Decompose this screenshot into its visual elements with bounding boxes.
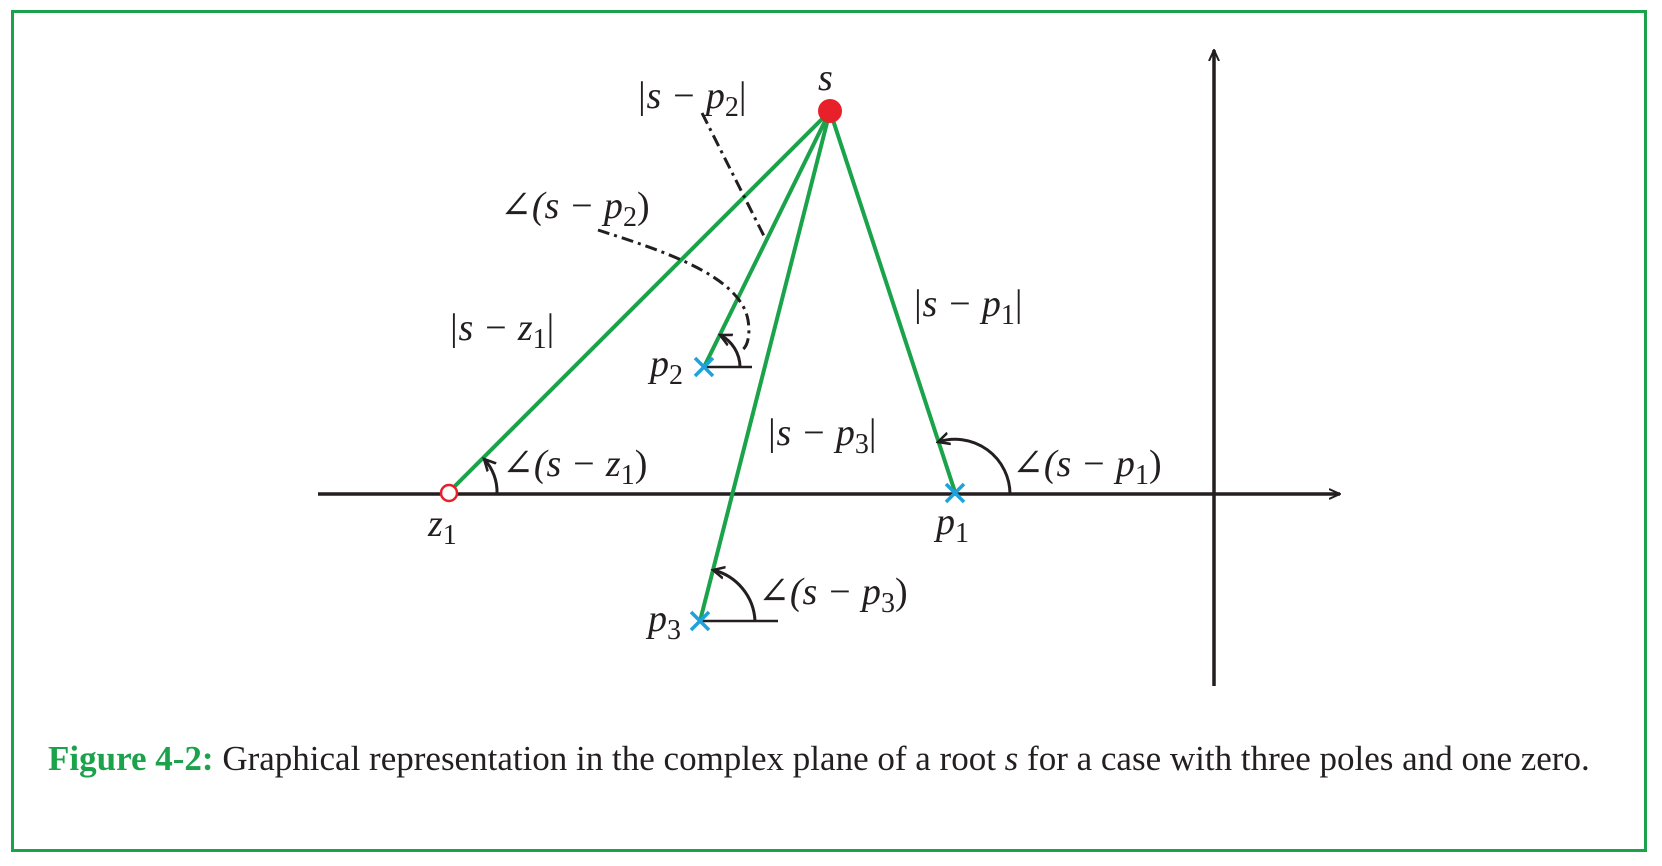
zero-label-z1: z1 (427, 503, 457, 551)
angle-arc-p3 (713, 570, 757, 622)
angle-arc-p1 (938, 439, 1012, 495)
leader-angle-p2 (597, 228, 751, 352)
angle-arc-z1 (484, 459, 499, 495)
root-point-s (818, 99, 842, 123)
pole-marker-p2 (693, 356, 715, 378)
magnitude-label-s-p3: |s − p3| (766, 412, 877, 460)
magnitude-label-s-p2: |s − p2| (636, 75, 747, 123)
angle-label-s-p1: ∠(s − p1) (1012, 443, 1162, 491)
pole-marker-p1 (944, 482, 966, 504)
pole-label-p3: p3 (645, 598, 681, 646)
vector-s-z1 (447, 109, 832, 494)
figure-caption: Figure 4-2: Graphical representation in … (48, 735, 1628, 782)
angle-arc-p2 (720, 333, 742, 368)
vector-s-p3 (698, 110, 832, 622)
zero-marker-z1 (439, 483, 459, 503)
angle-label-s-z1: ∠(s − z1) (502, 443, 647, 491)
vector-s-p2 (702, 110, 832, 368)
vector-s-p1 (828, 110, 957, 493)
pole-marker-p3 (689, 610, 711, 632)
caption-variable: s (1004, 739, 1019, 778)
magnitude-label-s-p1: |s − p1| (912, 283, 1023, 331)
magnitude-label-s-z1: |s − z1| (448, 307, 554, 355)
caption-text-2: for a case with three poles and one zero… (1018, 739, 1590, 778)
root-label: s (818, 57, 833, 99)
pole-label-p2: p2 (647, 343, 683, 391)
pole-label-p1: p1 (933, 501, 969, 549)
figure-label: Figure 4-2: (48, 739, 214, 778)
figure-frame (11, 10, 1647, 852)
leader-magnitude-p2 (700, 112, 767, 239)
caption-text-1: Graphical representation in the complex … (213, 739, 1005, 778)
angle-label-s-p3: ∠(s − p3) (758, 571, 908, 619)
angle-label-s-p2: ∠(s − p2) (500, 185, 650, 233)
